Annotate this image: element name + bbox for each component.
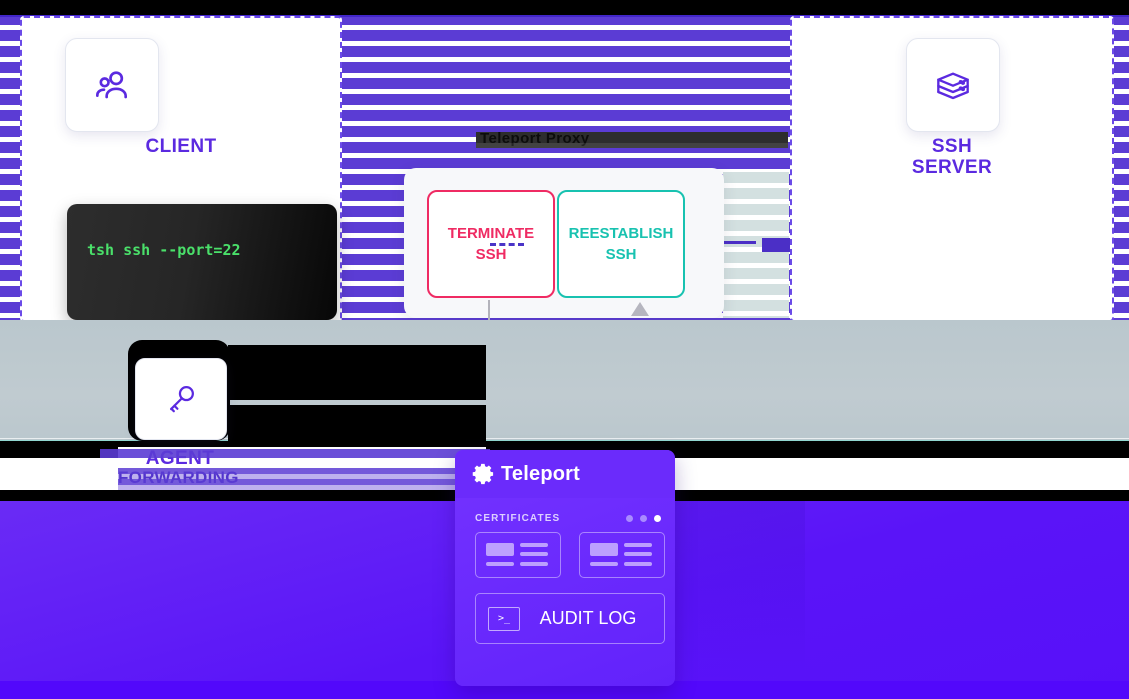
certificate-card-2[interactable] — [579, 532, 665, 578]
certificates-label: CERTIFICATES — [475, 513, 561, 524]
server-label-line1: SSH — [931, 136, 973, 157]
certificate-thumb-icon — [486, 543, 514, 556]
proxy-panel: TERMINATE SSH REESTABLISH SSH — [404, 168, 724, 318]
reestablish-up-arrow — [631, 302, 649, 316]
proxy-title-text: Teleport Proxy — [480, 132, 590, 147]
users-icon — [65, 38, 159, 132]
pagination-dot-2[interactable] — [640, 515, 647, 522]
client-terminal: tsh ssh --port=22 — [67, 204, 337, 320]
agent-label-stripe-overlay — [100, 449, 490, 458]
certificate-line-1 — [520, 543, 548, 547]
teleport-widget: Teleport CERTIFICATES >_ AUDIT LOG — [455, 450, 675, 686]
black-artifact-5 — [0, 446, 118, 458]
certificate-line-4 — [624, 562, 652, 566]
key-icon — [135, 358, 227, 440]
server-label-line2: SERVER — [911, 157, 993, 178]
pagination-dots[interactable] — [626, 515, 661, 522]
server-node-card: SSH SERVER Last login: Wed Jul 29user@ho… — [790, 16, 1114, 322]
terminate-ssh-line1: TERMINATE — [447, 225, 535, 242]
black-artifact-2 — [228, 405, 486, 441]
terminal-prompt-icon: >_ — [488, 606, 520, 631]
pagination-dot-1[interactable] — [626, 515, 633, 522]
audit-log-label: AUDIT LOG — [539, 608, 637, 628]
audit-log-button[interactable]: >_ AUDIT LOG — [475, 593, 665, 644]
certificate-card-1[interactable] — [475, 532, 561, 578]
certificate-line-4 — [520, 562, 548, 566]
terminate-down-connector — [488, 300, 490, 320]
certificate-line-1 — [624, 543, 652, 547]
proxy-title-stripe-overlay — [476, 132, 788, 148]
terminate-ssh-line2: SSH — [475, 246, 507, 263]
proxy-title-bar: Teleport Proxy — [476, 132, 788, 148]
server-rack-icon — [906, 38, 1000, 132]
ssh-dashed-connector — [490, 243, 524, 246]
certificate-line-3 — [590, 562, 618, 566]
reestablish-ssh-line1: REESTABLISH — [568, 225, 674, 242]
gear-icon — [471, 461, 497, 487]
reestablish-ssh-box[interactable]: REESTABLISH SSH — [557, 190, 685, 298]
pagination-dot-3[interactable] — [654, 515, 661, 522]
teleport-header: Teleport — [455, 450, 675, 498]
certificate-thumb-icon — [590, 543, 618, 556]
client-label: CLIENT — [145, 136, 217, 157]
teleport-title: Teleport — [501, 462, 581, 485]
stripe-top-seam — [0, 14, 1129, 17]
agent-sublabel-stripe-overlay — [118, 468, 458, 490]
certificate-line-2 — [520, 552, 548, 556]
certificate-line-2 — [624, 552, 652, 556]
log-highlight-chip — [762, 238, 790, 252]
black-artifact-4 — [0, 441, 1129, 447]
black-artifact-1 — [228, 345, 486, 400]
certificate-line-3 — [486, 562, 514, 566]
log-connector-line — [700, 241, 756, 244]
reestablish-ssh-line2: SSH — [605, 246, 637, 263]
top-black-bar — [0, 0, 1129, 15]
client-node-card: CLIENT tsh ssh --port=22 — [20, 16, 342, 322]
